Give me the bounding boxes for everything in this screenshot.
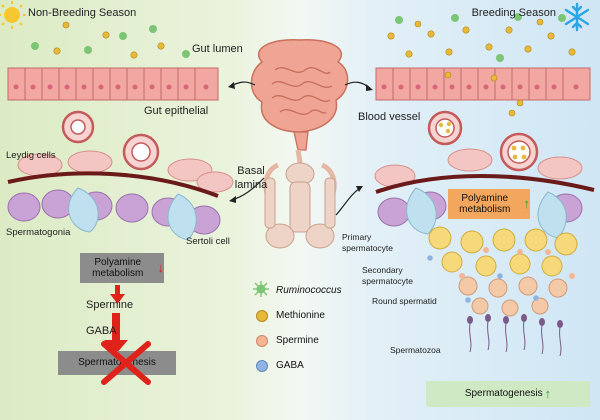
- right-spermatogenesis-label: Spermatogenesis: [464, 388, 543, 400]
- left-blood-vessel: [61, 110, 160, 171]
- right-testis-tissue: [374, 148, 595, 357]
- right-polyamine-label: Polyamine metabolism: [459, 192, 511, 216]
- leydig-cells-label: Leydig cells: [6, 150, 56, 161]
- left-spermine-label: Spermine: [86, 299, 134, 311]
- legend-bacterium-icon: [253, 281, 269, 297]
- legend-item-spermine: Spermine: [255, 334, 319, 347]
- left-spermatogenesis-label: Spermatogenesis: [78, 357, 156, 369]
- left-season-title: Non-Breeding Season: [28, 7, 137, 19]
- arrow-up-icon: ↑: [544, 385, 552, 401]
- left-testis-tissue: [7, 150, 234, 241]
- bacterium-icon: [31, 25, 190, 58]
- basal-lamina-label: Basal lamina: [234, 165, 268, 192]
- gut-lumen-label: Gut lumen: [192, 43, 243, 55]
- secondary-spermatocyte-label: Secondary spermatocyte: [362, 265, 414, 286]
- legend-label: Methionine: [276, 310, 325, 321]
- left-gaba-label: GABA: [86, 325, 117, 337]
- sertoli-cell-label: Sertoli cell: [186, 236, 230, 247]
- right-polyamine-box: Polyamine metabolism ↑: [448, 189, 530, 219]
- legend-label: Spermine: [276, 335, 319, 346]
- spermatogonia-label: Spermatogonia: [6, 227, 71, 238]
- spermatozoa-label: Spermatozoa: [390, 345, 441, 355]
- legend-label: GABA: [276, 360, 304, 371]
- right-spermatogenesis-box: Spermatogenesis ↑: [426, 381, 590, 407]
- blood-vessel-label: Blood vessel: [358, 111, 421, 123]
- blocked-x-icon: [101, 341, 151, 385]
- legend-label: Ruminococcus: [276, 285, 342, 296]
- left-polyamine-box: Polyamine metabolism ↓: [80, 253, 164, 283]
- round-spermatid-label: Round spermatid: [372, 296, 437, 306]
- legend-item-gaba: GABA: [255, 359, 304, 372]
- right-season-title: Breeding Season: [471, 7, 556, 19]
- legend-item-ruminococcus: Ruminococcus: [255, 284, 342, 297]
- right-gut-epithelium: [375, 67, 591, 117]
- legend-item-methionine: Methionine: [255, 309, 325, 322]
- right-blood-vessel: [427, 110, 539, 172]
- intestine-illustration: [250, 39, 349, 151]
- left-down-arrows: [104, 285, 128, 354]
- arrow-down-icon: ↓: [157, 259, 165, 275]
- right-lumen-particles: [387, 13, 576, 62]
- left-gut-epithelium: [7, 67, 219, 101]
- primary-spermatocyte-label: Primary spermatocyte: [342, 232, 394, 253]
- sun-icon: [0, 1, 26, 29]
- gaba-dot-icon: [255, 359, 268, 372]
- spermine-dot-icon: [255, 334, 268, 347]
- methionine-dot-icon: [255, 309, 268, 322]
- arrow-up-icon: ↑: [523, 195, 531, 211]
- left-lumen-particles: [31, 21, 190, 59]
- left-polyamine-label: Polyamine metabolism: [92, 256, 144, 280]
- gut-epithelial-label: Gut epithelial: [144, 105, 209, 117]
- reproductive-organ-illustration: [263, 149, 337, 249]
- snowflake-icon: [564, 2, 590, 32]
